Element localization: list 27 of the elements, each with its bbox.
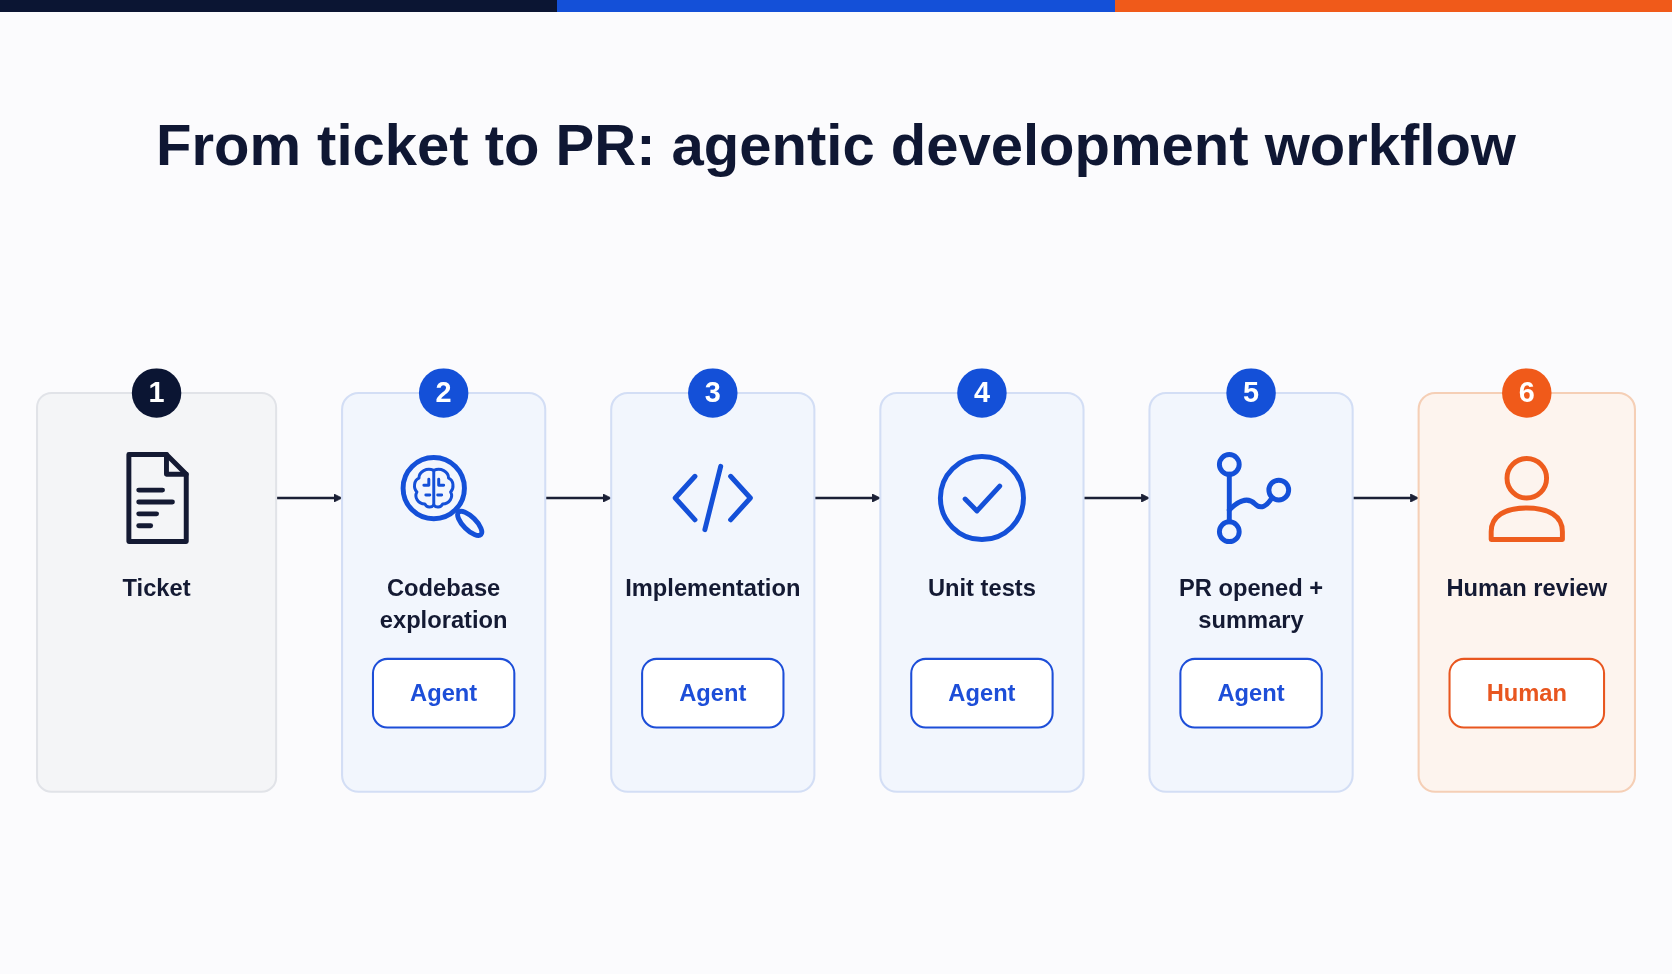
node-box	[641, 657, 785, 729]
role-label: Agent	[409, 678, 479, 709]
role-label: Agent	[947, 678, 1017, 709]
step-label: Ticket	[121, 573, 192, 604]
arrow	[814, 493, 881, 503]
step-label: Codebase exploration	[378, 573, 509, 636]
arrow	[1083, 493, 1150, 503]
step-number: 4	[957, 368, 1007, 418]
role-label: Human	[1485, 678, 1568, 709]
step-number: 1	[131, 368, 182, 418]
node-box	[910, 657, 1054, 729]
title: From ticket to PR: agentic development workflow	[156, 112, 1516, 179]
arrow	[276, 493, 343, 503]
step-number: 5	[1226, 368, 1276, 418]
step-label: Unit tests	[926, 573, 1037, 604]
step-number: 3	[688, 368, 738, 418]
arrow	[545, 493, 612, 503]
step-number: 2	[418, 368, 469, 418]
step-label: PR opened + summary	[1177, 573, 1325, 636]
role-label: Agent	[1216, 678, 1286, 709]
node-box	[371, 657, 516, 729]
step-label: Implementation	[624, 573, 802, 604]
step-label: Human review	[1445, 573, 1609, 604]
node-box	[1448, 657, 1606, 729]
node-box	[1179, 657, 1323, 729]
step-number: 6	[1502, 368, 1552, 418]
role-label: Agent	[678, 678, 748, 709]
